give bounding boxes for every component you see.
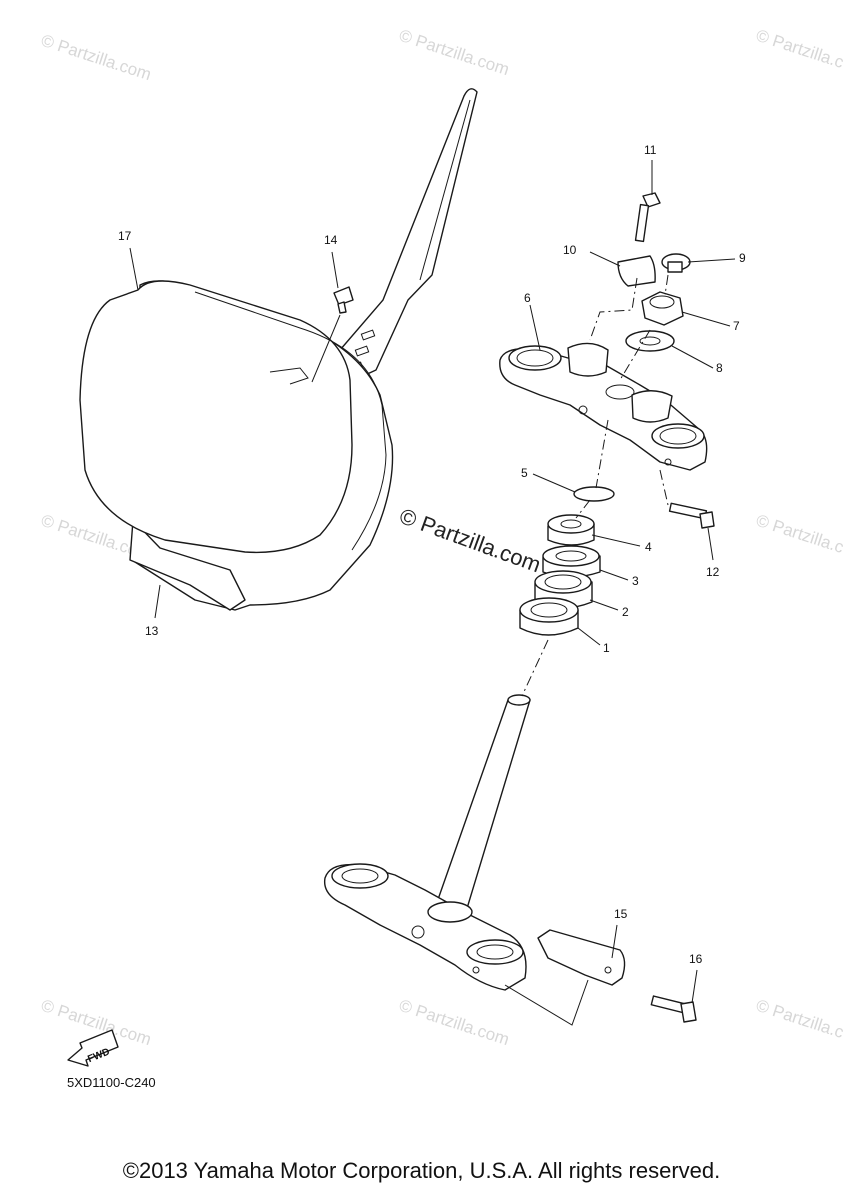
callout-1: 1 [603,641,610,655]
bolt-16 [650,995,697,1023]
callout-8: 8 [716,361,723,375]
fwd-arrow-icon [67,1029,119,1067]
clamp-10 [617,255,656,287]
watermark: © Partzilla.com [397,996,512,1049]
callout-11: 11 [644,143,657,157]
castle-nut-4 [547,514,595,546]
diagram-code: 5XD1100-C240 [67,1075,156,1090]
callout-4: 4 [645,540,652,554]
callout-numbers: 1 2 3 4 5 6 7 8 9 10 11 12 13 14 15 16 1… [118,143,746,966]
watermark: © Partzilla.com [754,511,843,564]
callout-2: 2 [622,605,629,619]
callout-16: 16 [689,952,703,966]
bolt-12 [668,502,715,529]
callout-14: 14 [324,233,338,247]
callout-17: 17 [118,229,132,243]
upper-triple-clamp [499,342,708,471]
bracket-15 [537,929,626,986]
callout-3: 3 [632,574,639,588]
callout-12: 12 [706,565,720,579]
callout-15: 15 [614,907,628,921]
fwd-arrow: FWD [67,1029,119,1067]
callout-5: 5 [521,466,528,480]
callout-6: 6 [524,291,531,305]
watermark: © Partzilla.com [397,26,512,79]
callout-13: 13 [145,624,159,638]
washer-8 [625,330,675,352]
leader-lines [129,160,736,1004]
lower-triple-clamp [323,694,531,991]
callout-10: 10 [563,243,577,257]
watermark: © Partzilla.com [754,996,843,1049]
watermark: © Partzilla.com [39,31,154,84]
race-1 [519,597,579,636]
screw-14 [333,286,354,314]
washer-5 [573,486,615,502]
number-plate-face [79,280,353,554]
number-plate-strap [339,88,478,383]
number-plate-lower-tab [129,519,246,611]
copyright-footer: ©2013 Yamaha Motor Corporation, U.S.A. A… [122,1158,721,1183]
callout-7: 7 [733,319,740,333]
bolt-11 [634,192,661,243]
center-watermark: © Partzilla.com [396,503,544,577]
watermark: © Partzilla.com [754,26,843,79]
callout-9: 9 [739,251,746,265]
assembly-lines [504,274,669,1026]
nut-7 [641,291,684,326]
number-plate [79,88,478,611]
